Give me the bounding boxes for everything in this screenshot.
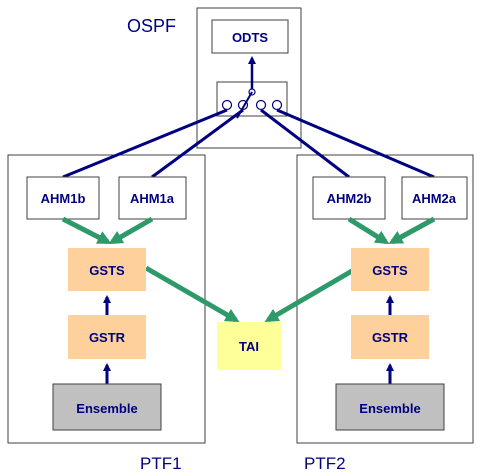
gstr1-label: GSTR xyxy=(89,330,126,345)
ospf-label: OSPF xyxy=(127,16,176,36)
green-gsts1-tai xyxy=(144,265,240,323)
gsts2-label: GSTS xyxy=(372,263,408,278)
ahm1a-node xyxy=(118,176,187,220)
ensemble2-label: Ensemble xyxy=(359,401,420,416)
ensemble2-node xyxy=(335,383,445,431)
green-ahm1b-gsts1 xyxy=(61,216,112,245)
gsts1-label: GSTS xyxy=(89,263,125,278)
ptf1-label: PTF1 xyxy=(140,454,182,473)
combiner-port-4 xyxy=(271,99,283,111)
tai-label: TAI xyxy=(239,339,259,354)
gstr2-label: GSTR xyxy=(372,330,409,345)
link-ahm2b-combiner xyxy=(260,108,350,179)
ahm1a-label: AHM1a xyxy=(130,191,175,206)
tai-node xyxy=(217,322,281,370)
ptf2-label: PTF2 xyxy=(304,454,346,473)
odts-label: ODTS xyxy=(232,30,268,45)
ahm2b-node xyxy=(312,176,386,220)
ahm2a-node xyxy=(401,176,468,220)
green-ahm1a-gsts1 xyxy=(108,216,154,245)
gstr1-node xyxy=(68,315,146,359)
ahm1b-node xyxy=(26,176,100,220)
green-ahm2b-gsts2 xyxy=(347,216,390,245)
gsts2-node xyxy=(351,248,429,291)
combiner-port-1 xyxy=(221,99,233,111)
odts-node xyxy=(211,19,289,54)
ptf1-box xyxy=(7,154,206,444)
green-ahm2a-gsts2 xyxy=(388,216,436,245)
ahm2b-label: AHM2b xyxy=(327,191,372,206)
ensemble1-node xyxy=(52,383,162,431)
link-ahm2a-combiner xyxy=(276,108,435,179)
link-ahm1b-combiner xyxy=(62,108,228,179)
ensemble1-label: Ensemble xyxy=(76,401,137,416)
combiner-port-3 xyxy=(255,99,267,111)
gsts1-node xyxy=(68,248,146,291)
link-ahm1a-combiner xyxy=(151,108,244,179)
green-gsts2-tai xyxy=(264,265,359,323)
ahm1b-label: AHM1b xyxy=(41,191,86,206)
ahm2a-label: AHM2a xyxy=(412,191,457,206)
gstr2-node xyxy=(351,315,429,359)
ospf-box xyxy=(196,7,302,149)
